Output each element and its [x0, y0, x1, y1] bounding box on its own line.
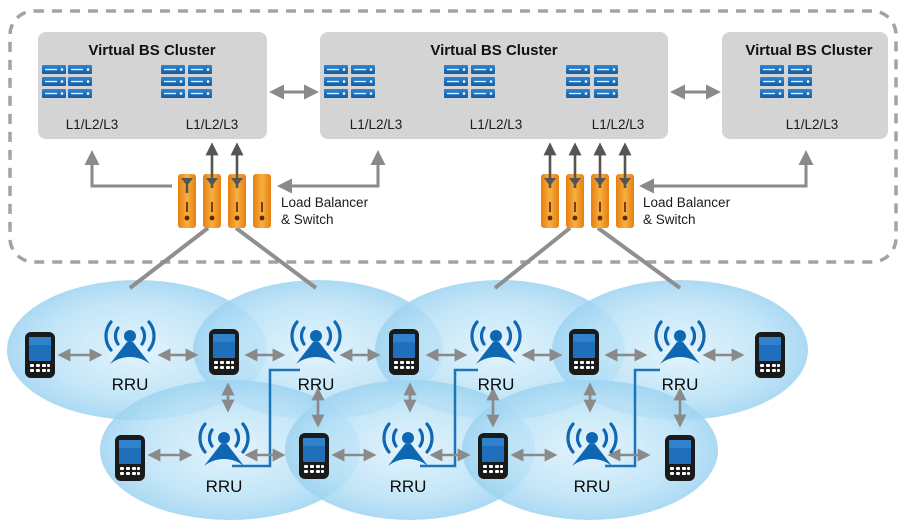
switch-uplink-arrows [185, 142, 632, 193]
layer-label: L1/L2/L3 [66, 117, 119, 132]
switch-module-icon [540, 173, 635, 229]
cluster-box [38, 32, 267, 139]
cluster-title: Virtual BS Cluster [745, 42, 872, 59]
layer-label: L1/L2/L3 [592, 117, 645, 132]
switch-to-cluster-arrows [84, 150, 814, 194]
cluster-title: Virtual BS Cluster [430, 42, 557, 59]
mobile-phone-icon [299, 433, 329, 479]
rru-label: RRU [574, 477, 611, 496]
load-balancer-label: Load Balancer [643, 195, 731, 210]
load-balancer-switch-2: Load Balancer & Switch [540, 173, 731, 229]
load-balancer-label: Load Balancer [281, 195, 369, 210]
load-balancer-switch-1: Load Balancer & Switch [177, 173, 369, 229]
mobile-phone-icon [209, 329, 239, 375]
rru-label: RRU [298, 375, 335, 394]
rru-bottom-1: RRU [198, 422, 250, 496]
rru-top-2: RRU [290, 320, 342, 394]
rru-label: RRU [112, 375, 149, 394]
rru-label: RRU [662, 375, 699, 394]
mobile-phone-icon [755, 332, 785, 378]
layer-label: L1/L2/L3 [186, 117, 239, 132]
switch-module-icon [177, 173, 272, 229]
load-balancer-label: & Switch [281, 212, 334, 227]
rru-top-4: RRU [654, 320, 706, 394]
rru-label: RRU [478, 375, 515, 394]
rru-bottom-2: RRU [382, 422, 434, 496]
fiber-links [128, 226, 682, 290]
mobile-phone-icon [389, 329, 419, 375]
layer-label: L1/L2/L3 [786, 117, 839, 132]
fronthaul-lines [232, 368, 660, 468]
mobile-phone-icon [115, 435, 145, 481]
virtual-bs-cluster-1: Virtual BS Cluster L1/L2/L3 L1/L2/L3 [38, 32, 267, 139]
switch-top-markers [181, 178, 631, 186]
rru-label: RRU [206, 477, 243, 496]
rru-top-3: RRU [470, 320, 522, 394]
load-balancer-label: & Switch [643, 212, 696, 227]
cluster-title: Virtual BS Cluster [88, 42, 215, 59]
rru-label: RRU [390, 477, 427, 496]
rru-top-1: RRU [104, 320, 156, 394]
mobile-phone-icon [478, 433, 508, 479]
layer-label: L1/L2/L3 [470, 117, 523, 132]
mobile-phone-icon [25, 332, 55, 378]
cloud-boundary [8, 9, 898, 264]
rru-bottom-3: RRU [566, 422, 618, 496]
virtual-bs-cluster-3: Virtual BS Cluster L1/L2/L3 [722, 32, 888, 139]
virtual-bs-cluster-2: Virtual BS Cluster L1/L2/L3 L1/L2/L3 L1/… [320, 32, 668, 139]
mobile-phone-icon [665, 435, 695, 481]
mobile-phone-icon [569, 329, 599, 375]
layer-label: L1/L2/L3 [350, 117, 403, 132]
link-arrows [57, 348, 745, 462]
